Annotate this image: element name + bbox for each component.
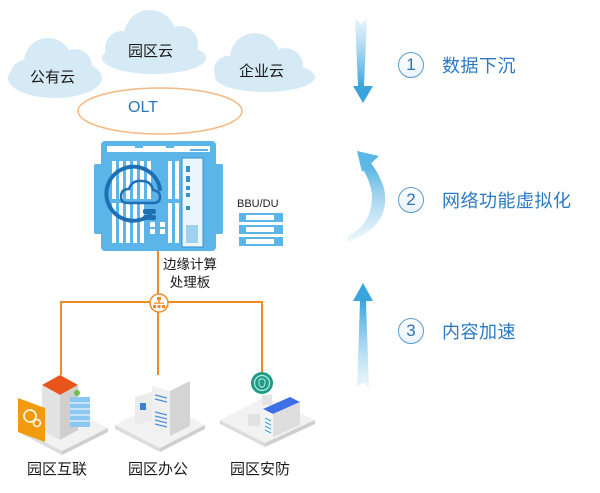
site-label-security: 园区安防: [230, 460, 291, 478]
network-links: [60, 251, 263, 375]
cloud-campus: [102, 10, 206, 74]
cloud-label-public: 公有云: [30, 68, 76, 86]
step-data-sinking: 1 数据下沉: [398, 52, 516, 78]
step-label: 数据下沉: [442, 56, 516, 77]
site-label-office: 园区办公: [128, 460, 189, 478]
edge-board-label-line1: 边缘计算: [163, 257, 217, 273]
site-security-illustration: [220, 372, 315, 447]
step-number-badge: 2: [398, 187, 424, 213]
olt-ring: [77, 87, 243, 135]
site-label-interconnect: 园区互联: [27, 460, 88, 478]
edge-board-label: 边缘计算 处理板: [163, 256, 217, 292]
down-arrow: [353, 18, 373, 103]
edge-board-label-line2: 处理板: [169, 275, 211, 291]
step-label: 网络功能虚拟化: [442, 191, 572, 212]
site-interconnect-illustration: [18, 375, 108, 455]
step-number-badge: 3: [398, 318, 424, 344]
switch-node-icon: [149, 293, 169, 313]
cloud-label-campus: 园区云: [128, 42, 174, 60]
edge-computing-chassis: [94, 141, 223, 251]
step-content-acceleration: 3 内容加速: [398, 318, 516, 344]
cloud-label-enterprise: 企业云: [239, 62, 285, 80]
up-arrow: [353, 283, 373, 388]
cloud-public: [8, 38, 102, 98]
cloud-enterprise: [214, 33, 315, 92]
bbu-du-label: BBU/DU: [237, 198, 279, 210]
bbu-du-rack: [239, 213, 283, 246]
curved-up-arrow: [348, 151, 386, 242]
step-label: 内容加速: [442, 322, 516, 343]
site-office-illustration: [115, 381, 205, 452]
step-number-badge: 1: [398, 52, 424, 78]
olt-label: OLT: [128, 99, 158, 116]
step-nfv: 2 网络功能虚拟化: [398, 187, 572, 213]
